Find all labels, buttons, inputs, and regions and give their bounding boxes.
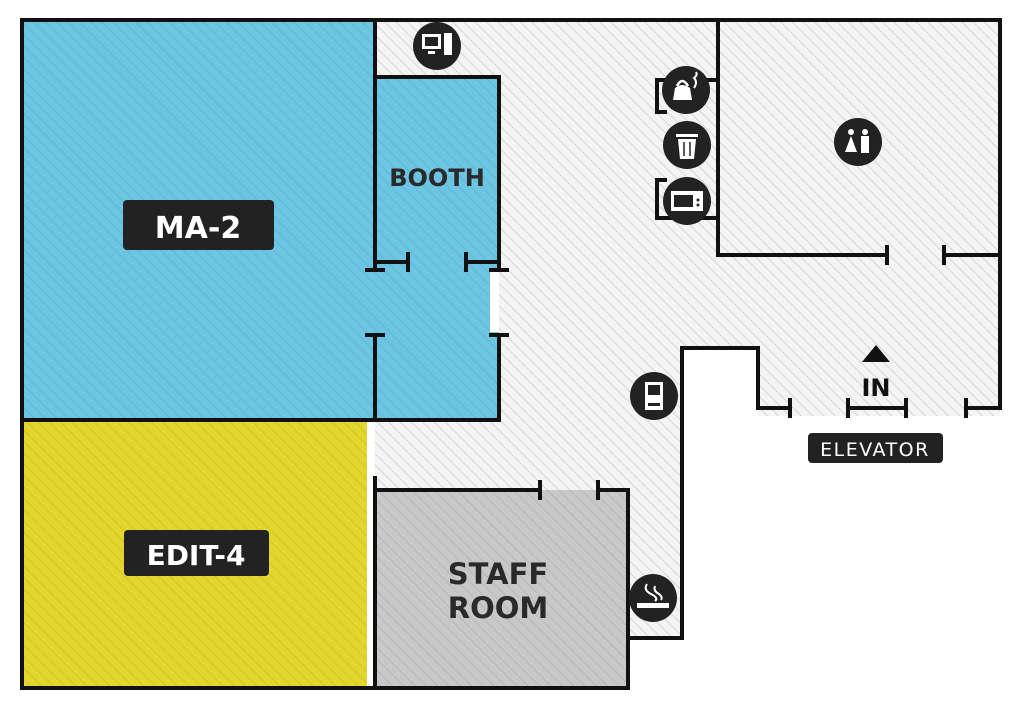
edit4-label: EDIT-4: [124, 530, 269, 576]
restroom-icon[interactable]: [834, 118, 882, 166]
entrance-arrow-icon: [862, 345, 890, 362]
room-staff[interactable]: [375, 490, 628, 688]
edit4-label-text: EDIT-4: [147, 539, 246, 572]
room-booth[interactable]: [375, 77, 499, 420]
elevator-label[interactable]: ELEVATOR: [808, 433, 943, 463]
booth-label: BOOTH: [389, 164, 485, 192]
elevator-label-text: ELEVATOR: [820, 439, 930, 461]
ma2-label-text: MA-2: [155, 211, 241, 246]
smoking-area-icon[interactable]: [629, 574, 677, 622]
computer-icon[interactable]: [413, 22, 461, 70]
microwave-icon[interactable]: [663, 177, 711, 225]
hallway: [375, 20, 1000, 638]
vending-machine-icon[interactable]: [630, 372, 678, 420]
trash-icon[interactable]: [663, 121, 711, 169]
staff-room-label-line1: STAFF: [448, 557, 548, 591]
entrance-label: IN: [861, 374, 890, 402]
staff-room-label-line2: ROOM: [448, 591, 549, 625]
ma2-label: MA-2: [123, 200, 274, 250]
kettle-icon[interactable]: [662, 66, 710, 114]
walls: [20, 18, 1002, 690]
